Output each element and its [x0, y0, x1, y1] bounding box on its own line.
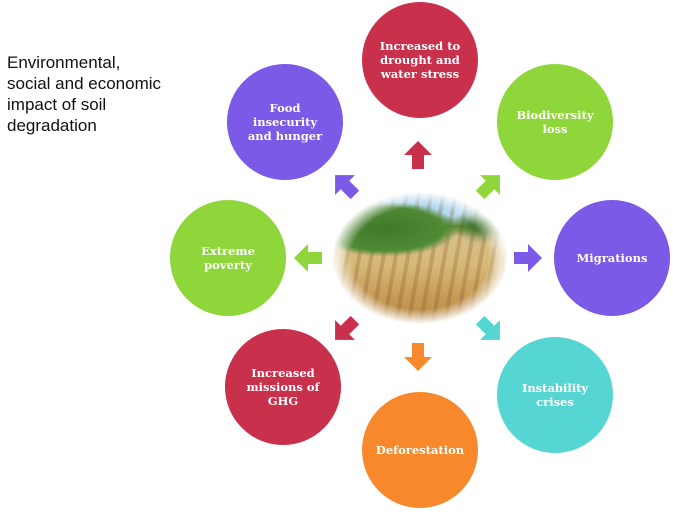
arrow-icon: [335, 175, 360, 200]
arrow-icon: [294, 244, 322, 272]
impact-node: Food insecurity and hunger: [227, 64, 343, 180]
impact-node: Increased missions of GHG: [225, 329, 341, 445]
impact-node: Migrations: [554, 200, 670, 316]
impact-node-label: Migrations: [576, 251, 648, 265]
impact-node: Extreme poverty: [170, 200, 286, 316]
impact-node-label: Extreme poverty: [201, 244, 255, 272]
arrow-icon: [404, 343, 432, 371]
degraded-soil-photo: [332, 192, 508, 324]
arrow-icon: [404, 141, 432, 169]
impact-node-label: Food insecurity and hunger: [247, 101, 323, 143]
arrow-icon: [335, 315, 360, 340]
arrow-icon: [514, 244, 542, 272]
impact-node-label: Increased to drought and water stress: [379, 39, 461, 81]
impact-node-label: Biodiversity loss: [516, 108, 594, 136]
impact-node-label: Instability crises: [521, 381, 589, 409]
arrow-icon: [475, 315, 500, 340]
impact-node: Increased to drought and water stress: [362, 2, 478, 118]
impact-node: Biodiversity loss: [497, 64, 613, 180]
impact-node: Deforestation: [362, 392, 478, 508]
impact-node-label: Deforestation: [375, 443, 465, 457]
arrow-icon: [475, 175, 500, 200]
impact-node: Instability crises: [497, 337, 613, 453]
impact-node-label: Increased missions of GHG: [246, 366, 320, 408]
diagram-title: Environmental, social and economic impac…: [7, 53, 162, 135]
